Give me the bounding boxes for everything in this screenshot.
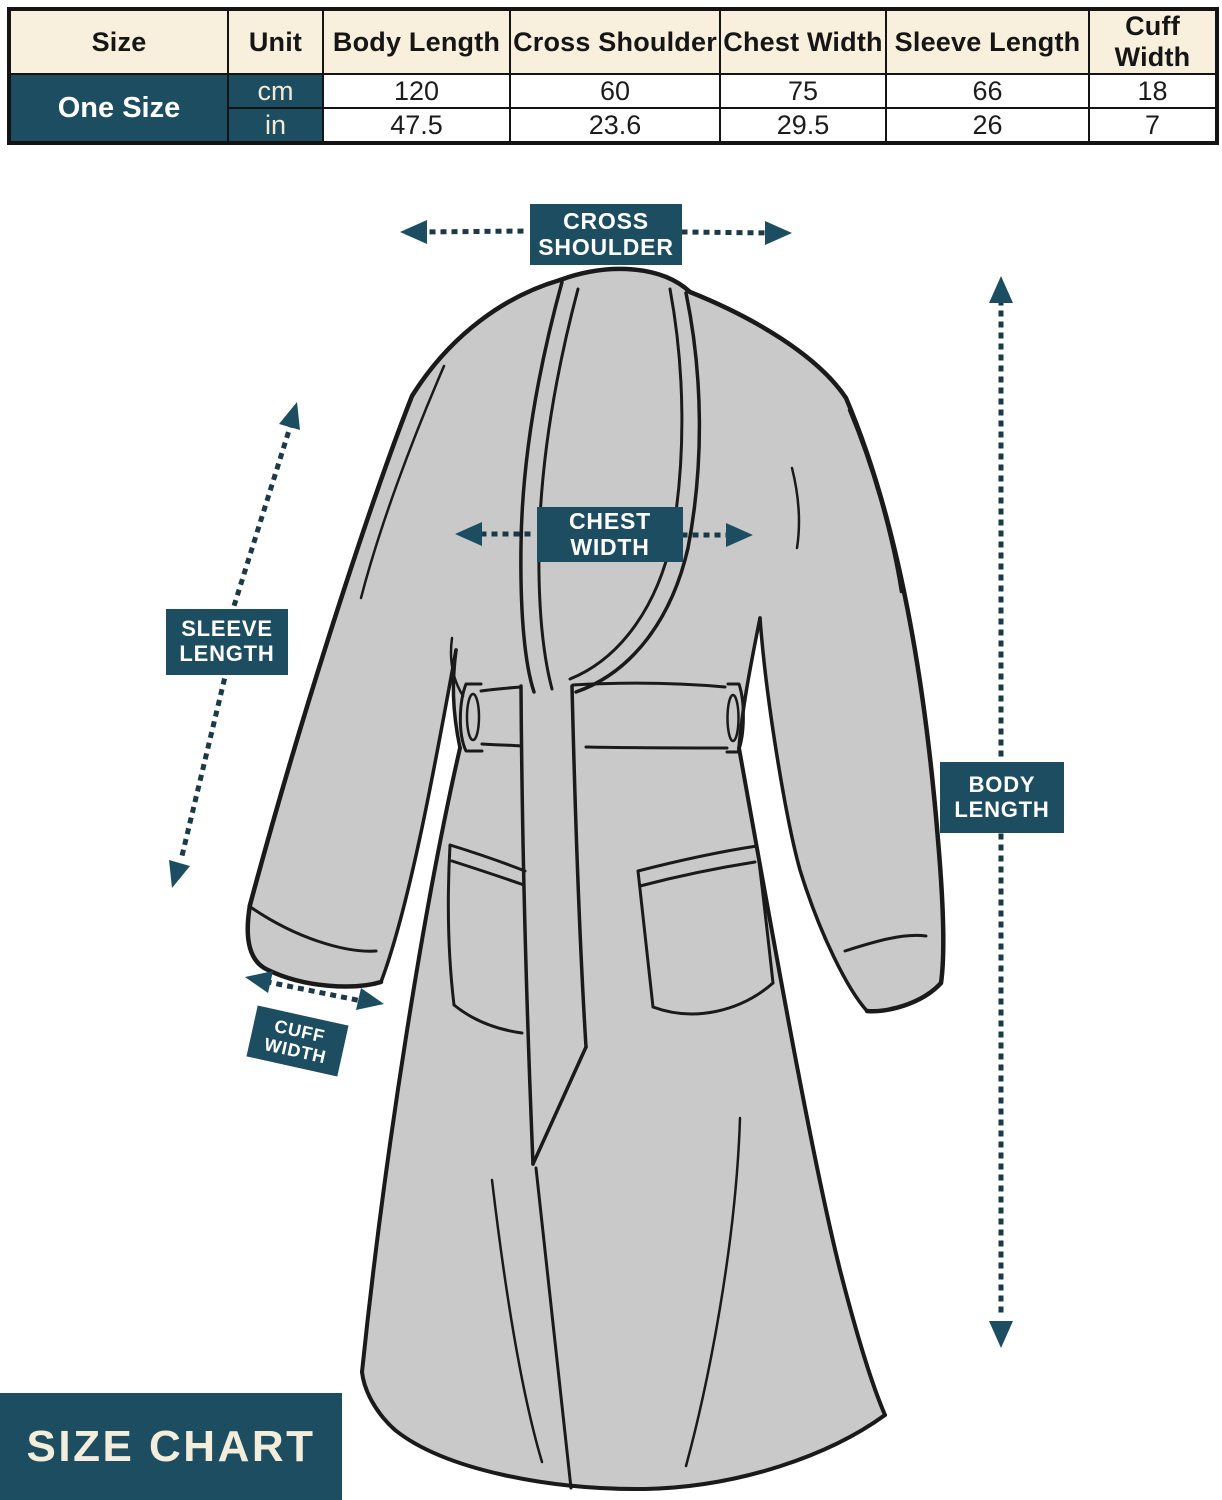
belt-left-loop-inner bbox=[465, 692, 481, 742]
sleeve-length-dotted-line bbox=[177, 420, 295, 864]
arrowhead-right-icon bbox=[356, 988, 384, 1010]
left-pocket bbox=[446, 843, 527, 1035]
label-line: CROSS bbox=[563, 207, 649, 234]
belt-bottom-right-line bbox=[584, 745, 729, 750]
arrowhead-up-icon bbox=[989, 276, 1013, 303]
crease-lines bbox=[359, 364, 903, 1468]
cross-shoulder-dimension-arrow bbox=[400, 220, 792, 245]
left-skirt-line bbox=[360, 746, 462, 1374]
body-length-label: BODY LENGTH bbox=[940, 762, 1064, 833]
value-cell: 29.5 bbox=[719, 107, 887, 144]
label-line: BODY bbox=[968, 771, 1036, 797]
chest-width-dimension-arrow bbox=[455, 522, 753, 547]
belt-top-right-line bbox=[571, 681, 727, 689]
table-row-in: in 47.5 23.6 29.5 26 7 bbox=[9, 107, 1218, 144]
left-sleeve-fill bbox=[247, 396, 473, 987]
page-title: SIZE CHART bbox=[26, 1421, 316, 1471]
table-header-row: Size Unit Body Length Cross Shoulder Che… bbox=[8, 8, 1218, 75]
belt-bottom-left-line bbox=[480, 742, 523, 748]
header-cuff-width: Cuff Width bbox=[1088, 8, 1218, 75]
belt-tie-fill bbox=[521, 686, 586, 1164]
collar-top-line bbox=[557, 266, 693, 295]
value-cell: 26 bbox=[885, 107, 1090, 144]
label-line: LENGTH bbox=[179, 641, 275, 666]
arrowhead-right-icon bbox=[765, 221, 792, 245]
arrowhead-down-icon bbox=[169, 860, 190, 888]
value-cell: 75 bbox=[719, 73, 887, 109]
belt-left-loop bbox=[458, 682, 484, 753]
right-torso-line bbox=[737, 616, 762, 750]
cuff-width-dimension-arrow bbox=[245, 971, 384, 1010]
chest-width-label: CHEST WIDTH bbox=[537, 507, 683, 562]
right-sleeve-fill bbox=[760, 398, 944, 1012]
cuff-width-dotted-line bbox=[265, 979, 360, 1003]
arrowhead-down-icon bbox=[989, 1321, 1013, 1348]
body-length-dimension-arrow bbox=[989, 276, 1013, 1348]
header-chest-width: Chest Width bbox=[719, 8, 887, 75]
left-shoulder-sleeve-line bbox=[245, 277, 563, 989]
header-body-length: Body Length bbox=[322, 8, 511, 75]
hem-line bbox=[360, 1370, 887, 1492]
label-line: WIDTH bbox=[570, 533, 650, 560]
value-cell: 66 bbox=[885, 73, 1090, 109]
tie-right-edge bbox=[570, 684, 588, 1049]
label-line: CHEST bbox=[569, 507, 651, 534]
sleeve-length-label: SLEEVE LENGTH bbox=[166, 609, 288, 675]
tie-bottom-edge bbox=[531, 1045, 588, 1166]
header-cross-shoulder: Cross Shoulder bbox=[509, 8, 721, 75]
belt-top-left-line bbox=[479, 685, 523, 693]
value-cell: 60 bbox=[509, 73, 721, 109]
right-sleeve-inner-line bbox=[758, 616, 869, 1013]
right-skirt-line bbox=[737, 746, 887, 1417]
belt-right-loop bbox=[725, 682, 745, 754]
front-opening-line bbox=[534, 1166, 573, 1490]
label-line: LENGTH bbox=[954, 796, 1050, 822]
cross-shoulder-label: CROSS SHOULDER bbox=[530, 204, 682, 265]
arrowhead-left-icon bbox=[245, 971, 273, 993]
value-cell: 120 bbox=[322, 73, 511, 109]
size-value-cell: One Size bbox=[8, 73, 229, 144]
lapel-right-outer-line bbox=[574, 291, 702, 694]
tie-left-edge bbox=[519, 684, 535, 1166]
right-cuff-fold-line bbox=[843, 933, 928, 953]
lapel-left-outer-line bbox=[519, 280, 564, 694]
arrowhead-up-icon bbox=[279, 402, 300, 430]
unit-cm-cell: cm bbox=[227, 73, 324, 109]
chest-width-dotted-line bbox=[469, 531, 734, 538]
left-sleeve-inner-line bbox=[379, 648, 458, 984]
table-row-cm: One Size cm 120 60 75 66 18 bbox=[8, 73, 1218, 144]
belt-right-loop-inner bbox=[726, 693, 740, 743]
label-line: SLEEVE bbox=[181, 616, 273, 642]
header-unit: Unit bbox=[227, 8, 324, 75]
label-line: SHOULDER bbox=[538, 233, 674, 260]
arrowhead-left-icon bbox=[400, 220, 427, 244]
left-cuff-fold-line bbox=[247, 904, 378, 953]
sleeve-length-dimension-arrow bbox=[169, 402, 300, 888]
size-chart-title: SIZE CHART bbox=[0, 1393, 342, 1500]
arrowhead-right-icon bbox=[726, 523, 753, 547]
size-table: Size Unit Body Length Cross Shoulder Che… bbox=[7, 7, 1219, 145]
value-cell: 7 bbox=[1088, 107, 1218, 144]
right-shoulder-sleeve-line bbox=[687, 289, 946, 1014]
arrowhead-left-icon bbox=[455, 522, 482, 546]
header-size: Size bbox=[8, 8, 229, 75]
left-torso-line bbox=[451, 648, 462, 750]
value-cell: 18 bbox=[1088, 73, 1218, 109]
header-sleeve-length: Sleeve Length bbox=[885, 8, 1090, 75]
right-pocket bbox=[636, 844, 775, 1016]
cross-shoulder-dotted-line bbox=[418, 228, 773, 236]
robe-illustration bbox=[245, 266, 946, 1492]
value-cell: 23.6 bbox=[509, 107, 721, 144]
value-cell: 47.5 bbox=[322, 107, 511, 144]
unit-in-cell: in bbox=[227, 107, 324, 144]
